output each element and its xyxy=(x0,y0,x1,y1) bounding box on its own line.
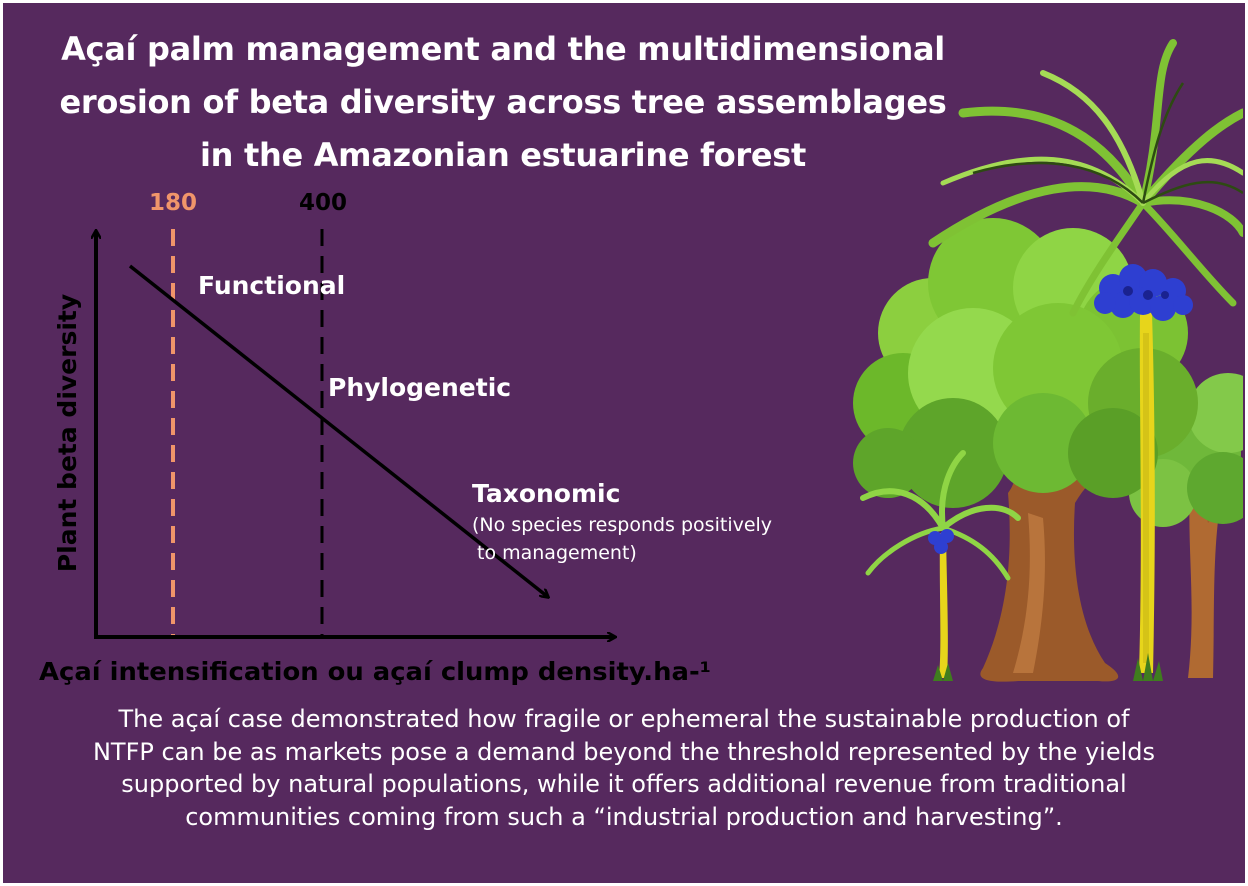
caption: The açaí case demonstrated how fragile o… xyxy=(7,703,1241,833)
title-line-1: Açaí palm management and the multidimens… xyxy=(61,30,945,68)
caption-line-4: communities coming from such a “industri… xyxy=(185,802,1063,831)
label-taxonomic-note-2: to management) xyxy=(477,542,637,564)
palm-frond-ribs xyxy=(972,82,1243,205)
y-axis-label: Plant beta diversity xyxy=(53,294,82,572)
infographic: Açaí palm management and the multidimens… xyxy=(3,3,1245,883)
title-line-2: erosion of beta diversity across tree as… xyxy=(59,83,947,121)
decline-arrow xyxy=(128,264,548,597)
title-line-3: in the Amazonian estuarine forest xyxy=(199,136,807,174)
label-taxonomic-note-1: (No species responds positively xyxy=(472,514,772,536)
forest-illustration xyxy=(853,39,1243,682)
caption-line-3: supported by natural populations, while … xyxy=(121,770,1127,798)
beta-diversity-diagram: 180 400 Plant beta diversity Açaí intens… xyxy=(39,190,772,686)
threshold-label-180: 180 xyxy=(149,190,197,216)
label-taxonomic: Taxonomic xyxy=(472,479,620,508)
caption-line-1: The açaí case demonstrated how fragile o… xyxy=(118,705,1130,733)
tree-canopy xyxy=(853,218,1198,508)
label-phylogenetic: Phylogenetic xyxy=(328,373,511,402)
title: Açaí palm management and the multidimens… xyxy=(23,23,983,182)
grass-tuft xyxy=(1133,653,1163,681)
caption-line-2: NTFP can be as markets pose a demand bey… xyxy=(92,737,1156,766)
small-palm-trunk xyxy=(939,533,948,678)
label-functional: Functional xyxy=(198,271,345,300)
acai-fruit-cluster xyxy=(1094,264,1193,321)
threshold-label-400: 400 xyxy=(299,190,347,216)
x-axis-label: Açaí intensification ou açaí clump densi… xyxy=(39,657,711,686)
small-acai-cluster xyxy=(928,529,954,554)
